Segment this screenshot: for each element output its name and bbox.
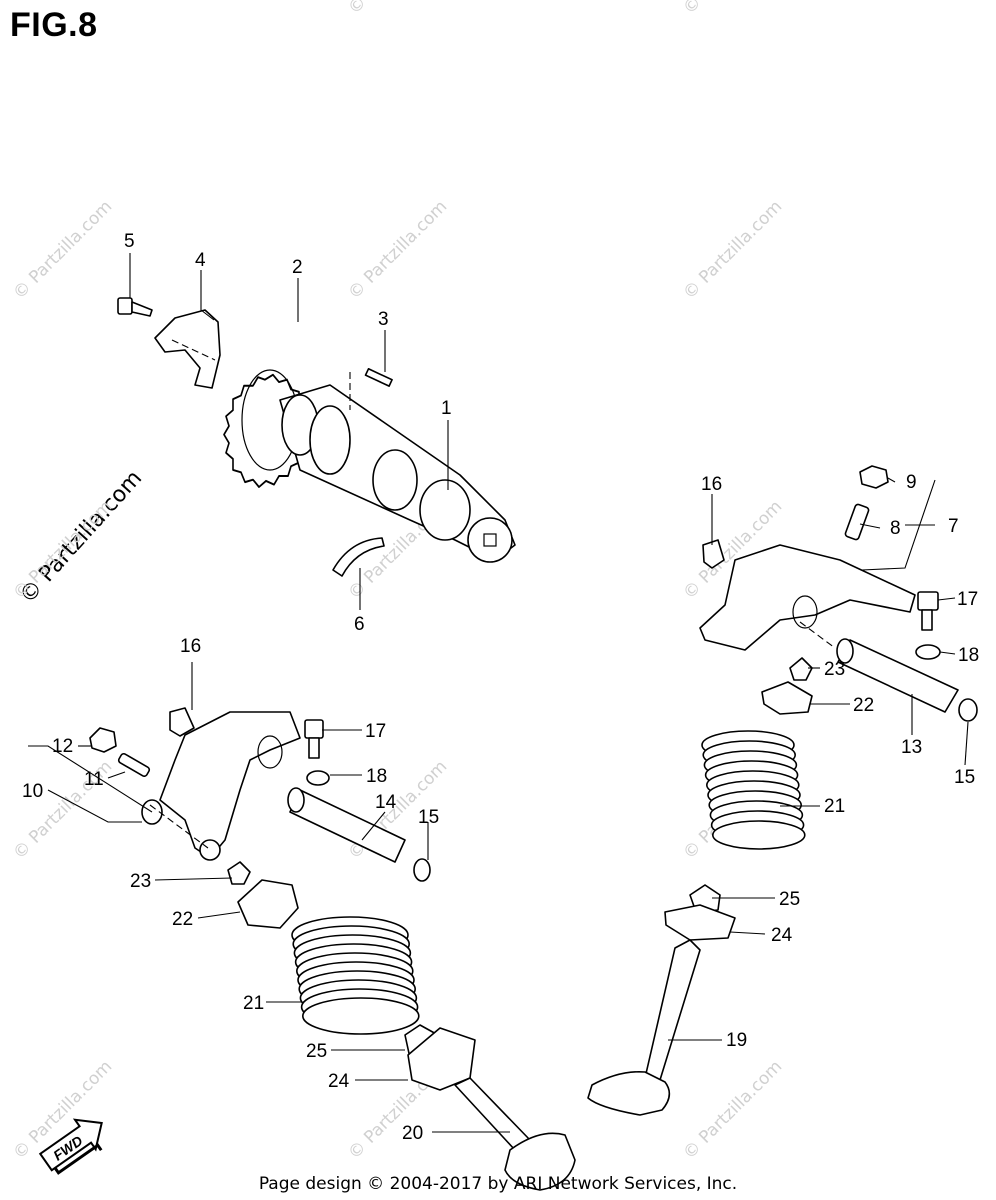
callout-22-right: 22: [853, 695, 874, 716]
washer-right[interactable]: [915, 644, 941, 660]
spring-seat-24-right[interactable]: [664, 904, 736, 941]
cam-plate[interactable]: [154, 309, 221, 389]
watermark-text: © Partzilla.com: [679, 1057, 786, 1164]
leader-lines: [28, 253, 969, 1133]
cotter-23-right[interactable]: [789, 657, 813, 681]
callout-20: 20: [402, 1123, 423, 1144]
camshaft[interactable]: [279, 384, 516, 563]
lock-nut-right[interactable]: [859, 465, 889, 489]
callout-25-left: 25: [306, 1041, 327, 1062]
callout-1: 1: [441, 398, 452, 419]
callout-17-left: 17: [365, 721, 386, 742]
callout-labels: 1 2 3 4 5 6 7 8 9 10 11 12 13 14 15 15 1…: [22, 231, 979, 1144]
rocker-shaft-left[interactable]: [287, 787, 406, 863]
rocker-arm-left[interactable]: [159, 711, 301, 859]
callout-3: 3: [378, 309, 389, 330]
watermark-text: © Partzilla.com: [679, 0, 786, 19]
shaft-bolt-left[interactable]: [304, 719, 324, 759]
exhaust-valve-19[interactable]: [587, 939, 701, 1116]
callout-15-right: 15: [954, 767, 975, 788]
cotter-23-left[interactable]: [227, 861, 251, 885]
callout-9: 9: [906, 472, 917, 493]
watermark-text: © Partzilla.com: [344, 197, 451, 304]
callout-16-left: 16: [180, 636, 201, 657]
callout-17-right: 17: [957, 589, 978, 610]
callout-18-left: 18: [366, 766, 387, 787]
spring-coil: [711, 820, 806, 850]
adjuster-screw-right[interactable]: [844, 503, 870, 541]
callout-18-right: 18: [958, 645, 979, 666]
callout-8: 8: [890, 518, 901, 539]
callout-19: 19: [726, 1030, 747, 1051]
circlip-15-right[interactable]: [958, 698, 978, 722]
callout-14: 14: [375, 792, 397, 813]
circlip-6[interactable]: [332, 537, 385, 577]
shaft-bolt-right[interactable]: [917, 591, 939, 631]
washer-left[interactable]: [306, 770, 330, 786]
spring-21-left[interactable]: [291, 916, 420, 1035]
rocker-arm-right[interactable]: [699, 544, 916, 651]
callout-23-left: 23: [130, 871, 151, 892]
callout-5: 5: [124, 231, 135, 252]
spring-21-right[interactable]: [701, 730, 806, 850]
callout-16-right: 16: [701, 474, 722, 495]
footer-credit: Page design © 2004-2017 by ARI Network S…: [258, 1174, 738, 1194]
circlip-15-left[interactable]: [413, 858, 431, 882]
callout-6: 6: [354, 614, 365, 635]
watermark-text: © Partzilla.com: [344, 0, 451, 19]
retainer-22-right[interactable]: [761, 681, 813, 715]
intake-valve-20[interactable]: [454, 1077, 576, 1191]
watermark-text: © Partzilla.com: [9, 497, 116, 604]
callout-24-left: 24: [328, 1071, 350, 1092]
callout-2: 2: [292, 257, 303, 278]
adjuster-screw-left[interactable]: [117, 752, 151, 778]
callout-23-right: 23: [824, 659, 845, 680]
spring-coil: [301, 997, 420, 1035]
callout-10: 10: [22, 781, 43, 802]
watermark-text: © Partzilla.com: [9, 197, 116, 304]
watermark-text: © Partzilla.com: [679, 197, 786, 304]
damper-16-right[interactable]: [702, 539, 725, 569]
callout-24-right: 24: [771, 925, 793, 946]
callout-22-left: 22: [172, 909, 193, 930]
sprocket-bolt[interactable]: [117, 297, 153, 317]
callout-21-right: 21: [824, 796, 845, 817]
callout-21-left: 21: [243, 993, 264, 1014]
callout-11: 11: [84, 769, 104, 790]
lock-nut-left[interactable]: [89, 727, 117, 753]
callout-25-right: 25: [779, 889, 800, 910]
callout-15-left: 15: [418, 807, 439, 828]
callout-13: 13: [901, 737, 922, 758]
retainer-22-left[interactable]: [237, 879, 299, 929]
fwd-arrow-badge: FWD: [38, 1118, 103, 1175]
damper-16-left[interactable]: [169, 707, 195, 737]
callout-7: 7: [948, 516, 959, 537]
callout-12: 12: [52, 736, 73, 757]
figure-title: FIG.8: [10, 6, 98, 44]
rocker-shaft-right[interactable]: [836, 638, 959, 713]
callout-4: 4: [195, 250, 206, 271]
dowel-pin[interactable]: [364, 367, 393, 387]
